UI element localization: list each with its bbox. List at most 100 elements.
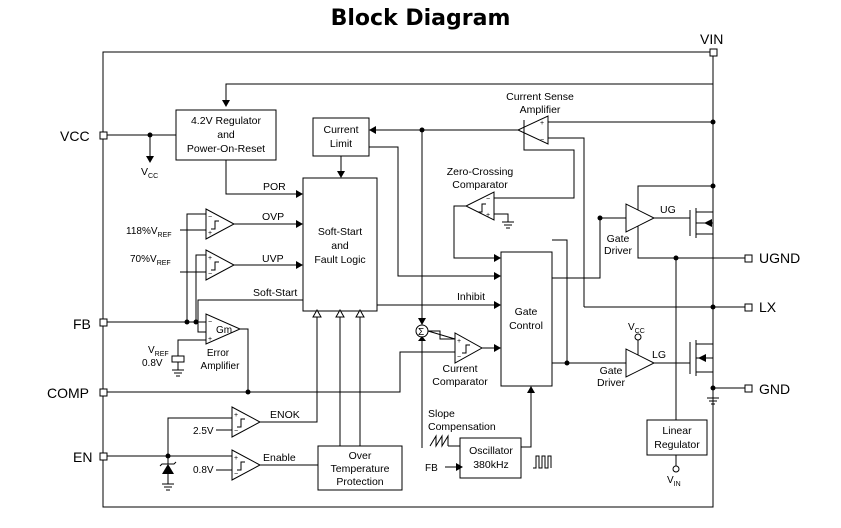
lgd-vcc-node [634,333,642,341]
ovp-plus: + [208,230,212,237]
enok-minus: − [234,428,238,435]
ovp-hyst-icon [211,220,219,230]
vin-pin[interactable] [709,48,718,57]
otp-arrow [355,308,365,318]
vref-value: 0.8V [142,358,163,369]
otp-line-1: Over [349,450,372,462]
junction-comp [245,389,251,395]
vcc-label: VCC [60,128,90,144]
ea-plus: + [208,336,212,343]
regulator-line-2: and [217,129,235,141]
sum-in-arrow [418,318,426,325]
osc-to-gate [521,390,532,448]
osc-gate-arrow [527,386,535,393]
lg-label: LG [652,349,666,361]
gdu-line-2: Driver [604,245,633,257]
soft-start-block [302,177,378,312]
reg-arrow [222,100,230,107]
regulator-line-1: 4.2V Regulator [191,115,262,127]
ls-source [696,371,714,398]
gate-control-block [500,251,553,387]
slope-line-1: Slope [428,408,455,420]
zc-line-1: Zero-Crossing [447,166,514,178]
sawtooth-icon [429,434,449,448]
enok-out [260,313,318,423]
soft-start-line-1: Soft-Start [318,226,362,238]
zc-gnd-wire [494,213,509,222]
current-limit-block [312,117,370,157]
enok-comparator [231,406,262,438]
linear-regulator-block [646,419,708,456]
gdl-line-2: Driver [597,377,626,389]
slope-line-2: Compensation [428,421,496,433]
lx-pin[interactable] [744,303,753,312]
cl-gate-arrow [494,272,501,280]
zc-lx-wire [494,120,575,199]
junction-ugd [597,215,603,221]
oscillator-block [459,437,522,479]
csa-minus: − [540,137,544,144]
gate-to-ugd [552,217,626,279]
diagram-title: Block Diagram [330,6,511,31]
enok-ref: 2.5V [193,426,214,437]
ugd-bot-wire [637,226,745,259]
vref-label: VREF [148,345,169,358]
otp-line-3: Protection [336,476,383,488]
sum-to-cc [427,330,456,340]
uvp-plus: + [208,255,212,262]
osc-fb-arrow [456,463,463,471]
ugnd-pin[interactable] [744,254,753,263]
uvp-hyst-icon [211,261,219,271]
current-comparator [454,332,484,364]
osc-line-1: Oscillator [469,445,513,457]
vin-label: VIN [700,31,723,47]
gate-control-line-2: Control [509,320,543,332]
gnd-label: GND [759,381,790,397]
en-minus: − [234,471,238,478]
fb-to-uvp [195,254,206,322]
vcc-pin[interactable] [99,131,108,140]
ea-minus: − [208,319,212,326]
fb-pin[interactable] [99,318,108,327]
gdl-line-1: Gate [600,365,623,377]
error-amp-line-1: Error [207,348,230,359]
enable-out [260,313,341,466]
gate-control-line-1: Gate [515,306,538,318]
por-arrow [296,190,303,198]
cc-gate-arrow [494,344,501,352]
pulse-icon [533,455,552,469]
por-label: POR [263,181,286,193]
ls-arrow [698,354,706,362]
regulator-line-3: Power-On-Reset [187,143,265,155]
vcc-arrow [146,156,154,163]
cc-line-1: Current [442,363,477,375]
fb-label: FB [73,316,91,332]
en-pin[interactable] [99,452,108,461]
zc-plus: + [486,212,490,219]
ovp-minus: − [208,214,212,221]
ugnd-label: UGND [759,250,800,266]
soft-start-sig-label: Soft-Start [253,287,297,299]
enable-label: Enable [263,452,296,464]
current-sense-amplifier [516,115,549,145]
enok-label: ENOK [270,409,300,421]
enable-comparator [231,449,262,481]
error-amplifier [205,313,242,345]
cc-line-2: Comparator [432,376,488,388]
csa-line-2: Amplifier [520,104,561,116]
enable-arrow [335,308,345,318]
enok-hyst-icon [237,418,245,428]
regulator-block [175,109,277,161]
gnd-pin[interactable] [744,384,753,393]
zc-line-2: Comparator [452,179,508,191]
comp-pin[interactable] [99,388,108,397]
zc-out [453,205,498,259]
soft-start-line-2: and [331,240,349,252]
ea-out [240,328,249,392]
junction-vin-csa [710,119,716,125]
osc-line-2: 380kHz [473,459,509,471]
sigma-label: Σ [418,327,424,338]
ug-label: UG [660,204,676,216]
linreg-line-2: Regulator [654,439,700,451]
